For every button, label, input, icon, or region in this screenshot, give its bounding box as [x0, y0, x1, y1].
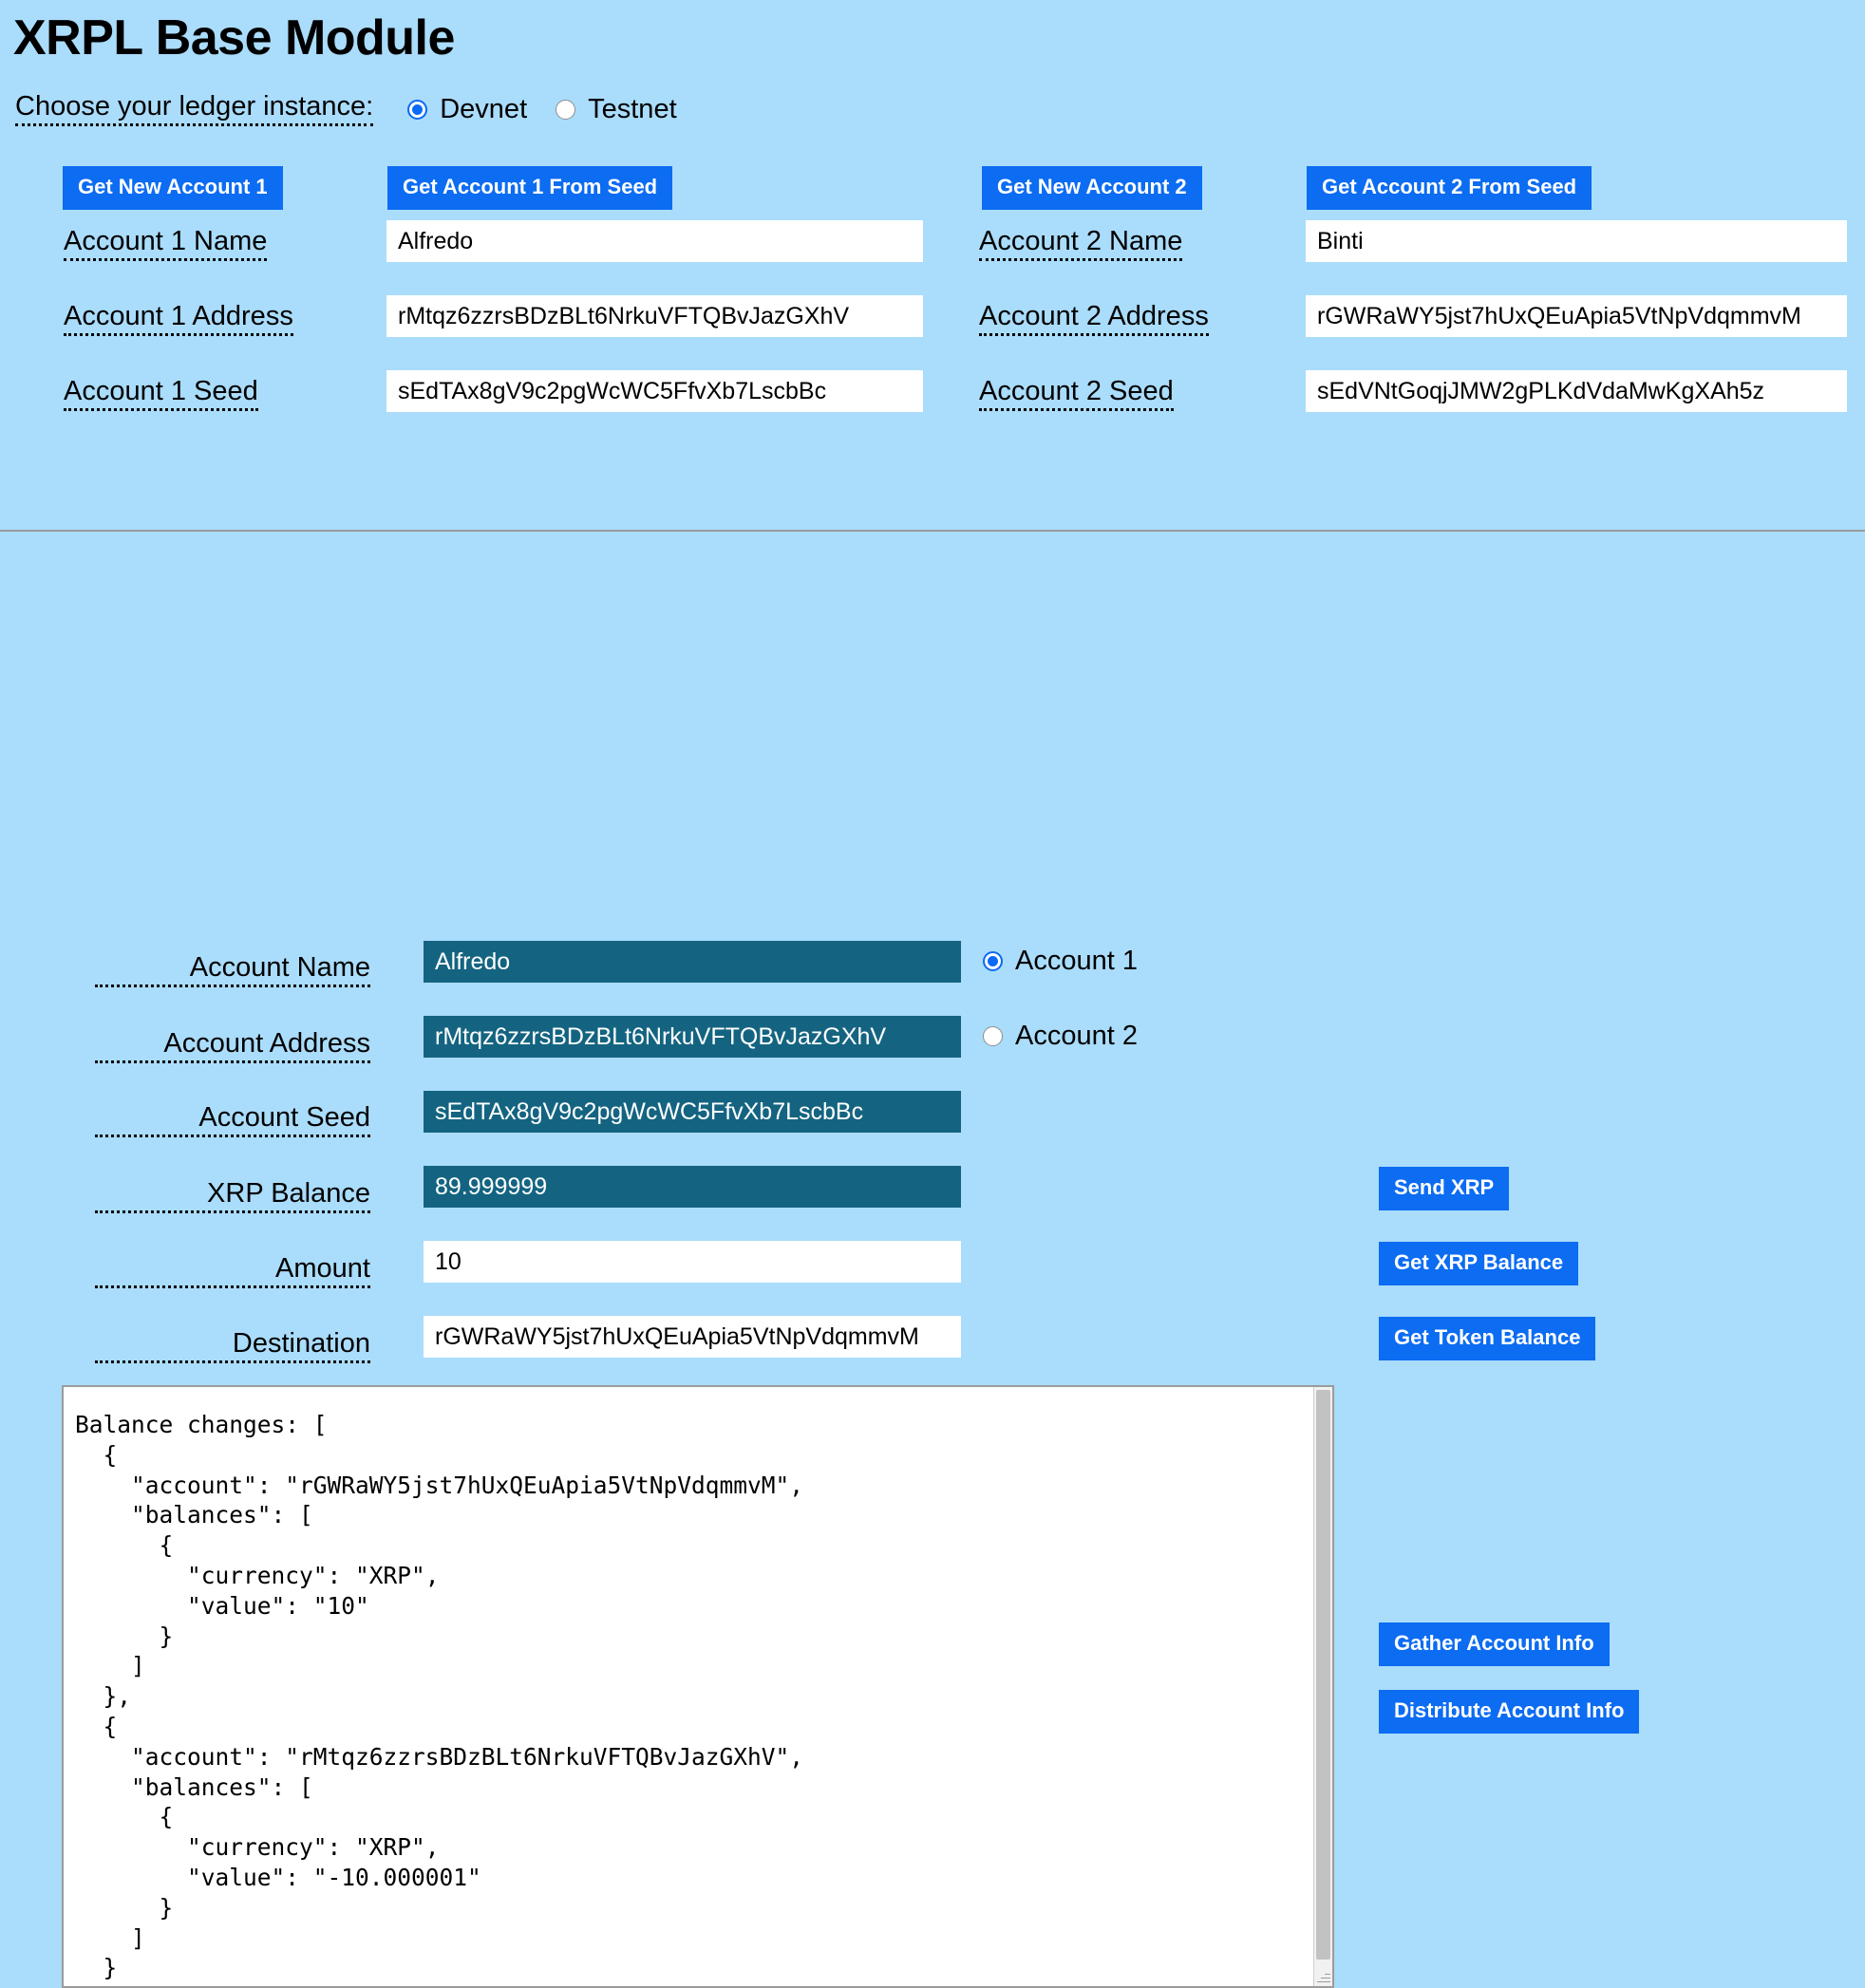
account-1-seed-label: Account 1 Seed [64, 376, 258, 412]
radio-account-2[interactable]: Account 2 [983, 1021, 1138, 1052]
xrp-balance-label: XRP Balance [95, 1178, 370, 1214]
get-account-1-from-seed-button[interactable]: Get Account 1 From Seed [387, 166, 673, 210]
output-scrollbar-thumb[interactable] [1316, 1390, 1330, 1960]
ledger-instance-row: Choose your ledger instance: Devnet Test… [15, 90, 1865, 128]
xrp-balance-input[interactable] [424, 1166, 961, 1208]
account-seed-input[interactable] [424, 1091, 961, 1133]
page-title: XRPL Base Module [13, 10, 455, 66]
radio-account-2-indicator[interactable] [983, 1026, 1003, 1046]
amount-label: Amount [95, 1253, 370, 1289]
account-1-name-label: Account 1 Name [64, 226, 268, 262]
output-scrollbar-track[interactable] [1313, 1387, 1332, 1986]
get-new-account-2-button[interactable]: Get New Account 2 [982, 166, 1202, 210]
destination-label: Destination [95, 1328, 370, 1364]
ledger-instance-label: Choose your ledger instance: [15, 91, 374, 126]
get-xrp-balance-button[interactable]: Get XRP Balance [1379, 1242, 1579, 1285]
get-new-account-1-button[interactable]: Get New Account 1 [63, 166, 283, 210]
account-2-seed-input[interactable] [1306, 370, 1847, 412]
radio-devnet-indicator[interactable] [407, 99, 428, 120]
account-2-address-label: Account 2 Address [979, 301, 1209, 337]
account-2-address-input[interactable] [1306, 295, 1847, 337]
get-token-balance-button[interactable]: Get Token Balance [1379, 1317, 1596, 1360]
account-1-address-label: Account 1 Address [64, 301, 293, 337]
account-1-address-input[interactable] [386, 295, 923, 337]
accounts-section: Get New Account 1 Get Account 1 From See… [0, 155, 1865, 412]
output-textarea-wrapper[interactable]: Balance changes: [ { "account": "rGWRaWY… [62, 1385, 1334, 1988]
radio-account-2-label: Account 2 [1015, 1021, 1138, 1051]
amount-input[interactable] [424, 1241, 961, 1283]
get-account-2-from-seed-button[interactable]: Get Account 2 From Seed [1307, 166, 1592, 210]
section-divider [0, 530, 1865, 532]
radio-devnet[interactable]: Devnet [407, 94, 527, 125]
account-2-name-input[interactable] [1306, 220, 1847, 262]
account-2-seed-label: Account 2 Seed [979, 376, 1174, 412]
gather-account-info-button[interactable]: Gather Account Info [1379, 1622, 1610, 1666]
resize-handle-icon[interactable] [1315, 1969, 1330, 1984]
radio-account-1[interactable]: Account 1 [983, 946, 1138, 977]
radio-testnet-indicator[interactable] [556, 99, 576, 120]
account-address-label: Account Address [95, 1028, 370, 1064]
account-2-name-label: Account 2 Name [979, 226, 1183, 262]
radio-account-1-label: Account 1 [1015, 946, 1138, 976]
radio-account-1-indicator[interactable] [983, 951, 1003, 971]
send-xrp-button[interactable]: Send XRP [1379, 1167, 1510, 1210]
output-textarea[interactable]: Balance changes: [ { "account": "rGWRaWY… [75, 1411, 804, 1982]
radio-testnet-label: Testnet [588, 93, 677, 124]
destination-input[interactable] [424, 1316, 961, 1358]
account-seed-label: Account Seed [95, 1102, 370, 1138]
radio-devnet-label: Devnet [440, 93, 528, 124]
account-1-name-input[interactable] [386, 220, 923, 262]
account-address-input[interactable] [424, 1016, 961, 1058]
distribute-account-info-button[interactable]: Distribute Account Info [1379, 1690, 1640, 1734]
radio-testnet[interactable]: Testnet [556, 94, 677, 125]
account-name-input[interactable] [424, 941, 961, 983]
account-name-label: Account Name [95, 952, 370, 988]
account-1-seed-input[interactable] [386, 370, 923, 412]
